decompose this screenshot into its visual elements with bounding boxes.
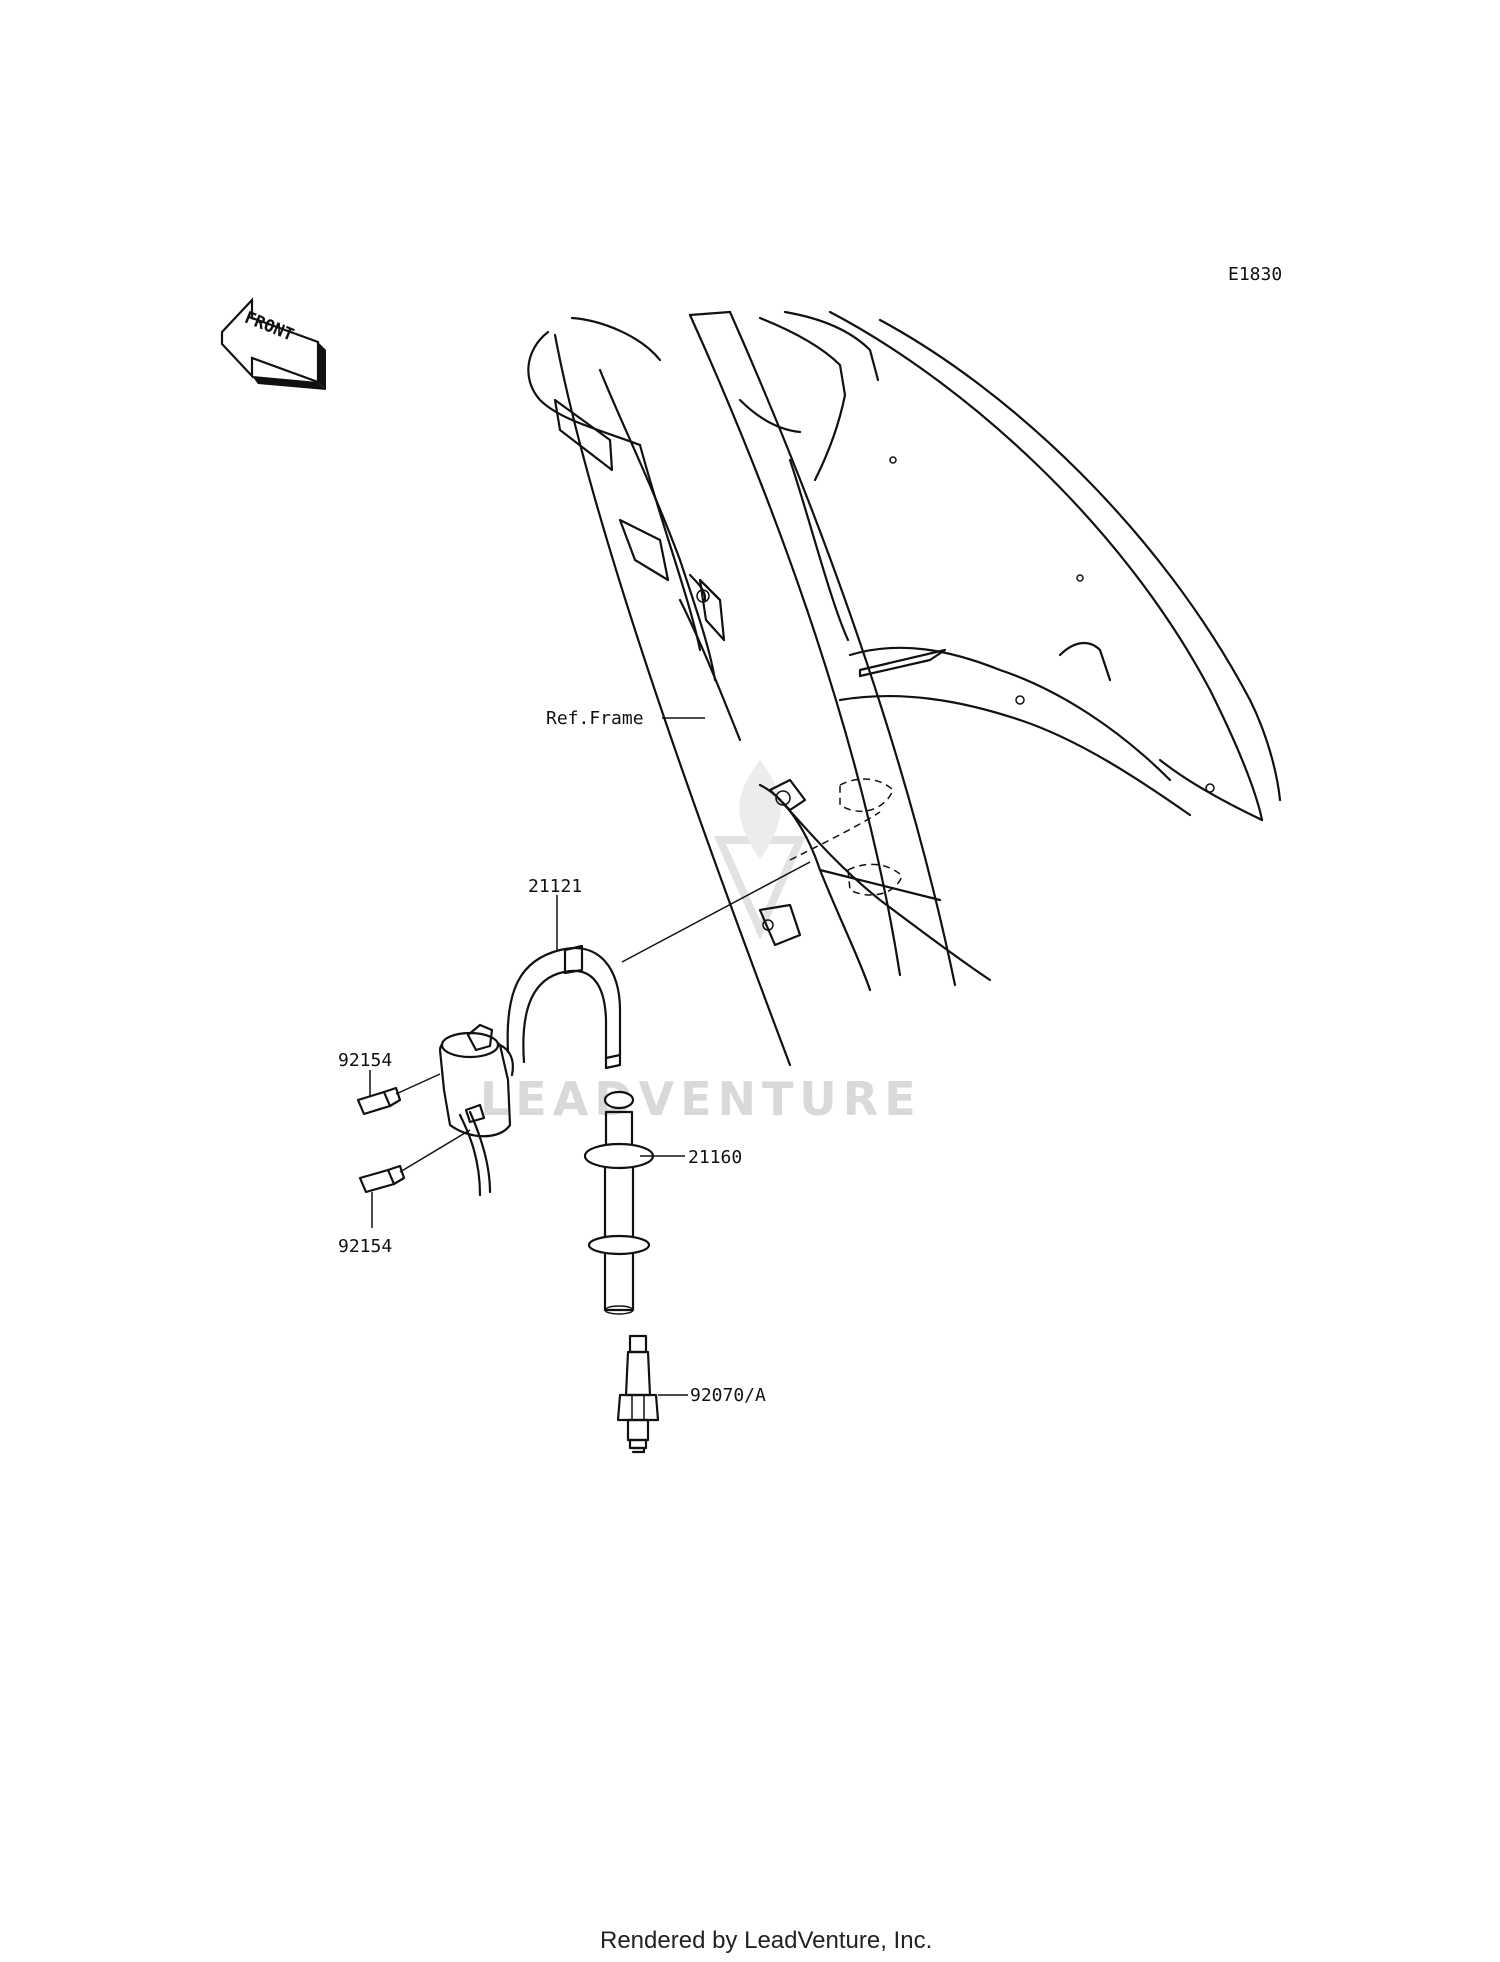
bolt-lower-drawing <box>358 1129 471 1228</box>
bolt-upper-drawing <box>356 1070 441 1116</box>
watermark-text: LEADVENTURE <box>480 1072 922 1126</box>
callout-ignition-coil: 21121 <box>528 876 582 897</box>
ignition-coil-drawing <box>438 861 811 1197</box>
mount-dashed-outline <box>789 778 903 896</box>
callout-bolt-upper: 92154 <box>338 1050 392 1071</box>
spark-plug-drawing <box>616 1334 688 1454</box>
callout-ref-frame: Ref.Frame <box>546 708 644 729</box>
diagram-code: E1830 <box>1228 264 1282 285</box>
callout-spark-plug: 92070/A <box>690 1385 766 1406</box>
plug-cap-drawing <box>583 1090 685 1315</box>
watermark: LEADVENTURE <box>480 760 922 1126</box>
callout-bolt-lower: 92154 <box>338 1236 392 1257</box>
frame-drawing <box>527 310 1282 1067</box>
coil-mount-leader <box>621 861 811 963</box>
front-arrow-icon: FRONT <box>220 297 326 390</box>
footer-credit: Rendered by LeadVenture, Inc. <box>600 1927 932 1954</box>
callout-plug-cap: 21160 <box>688 1147 742 1168</box>
